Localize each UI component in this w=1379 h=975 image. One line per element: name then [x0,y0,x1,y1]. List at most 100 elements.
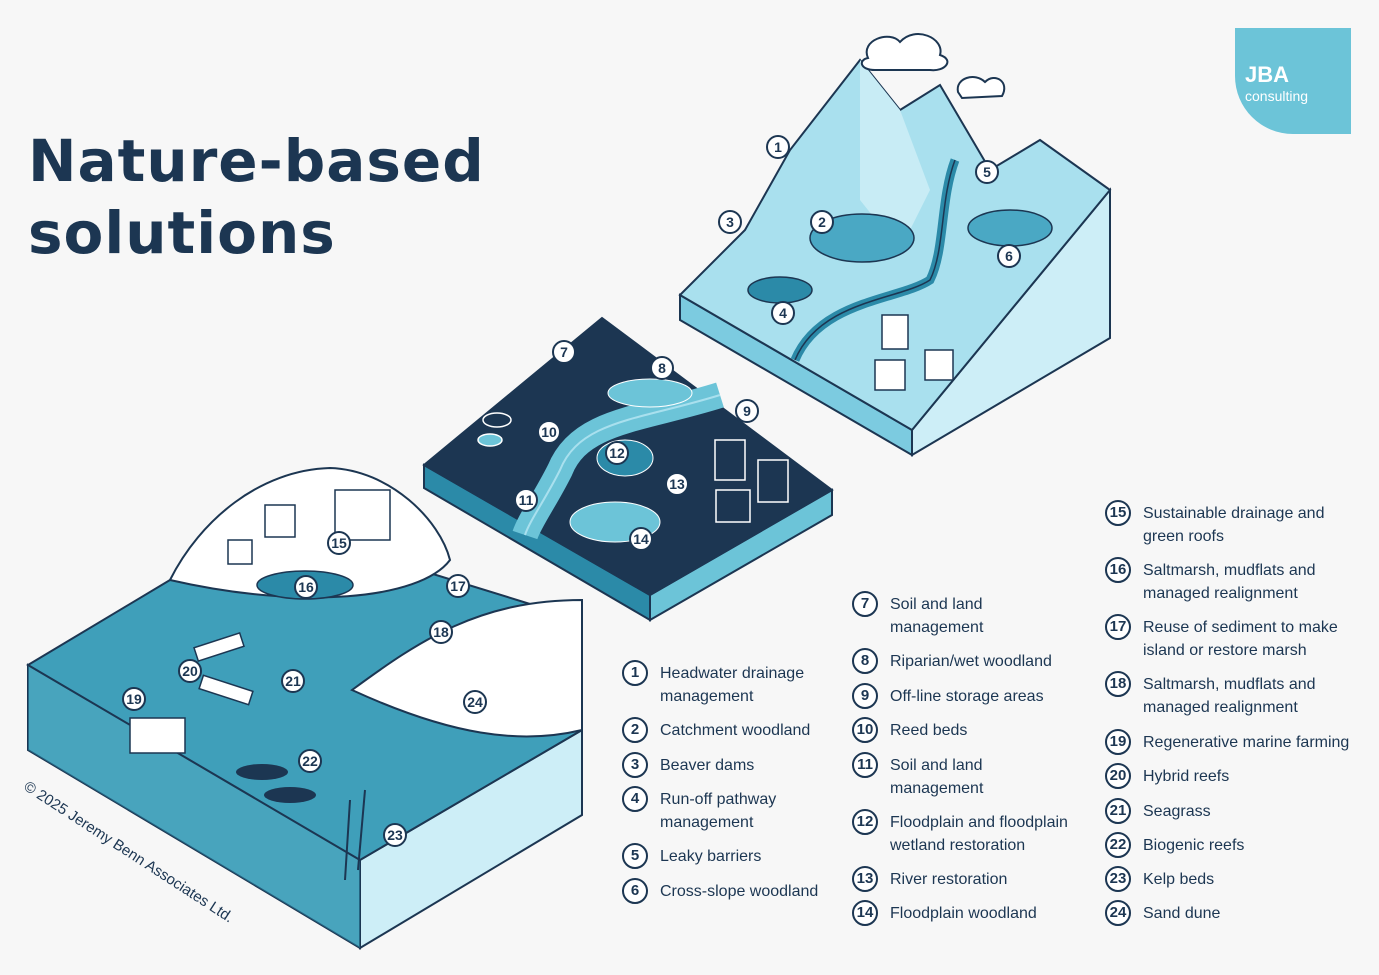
legend-label: Kelp beds [1143,871,1215,888]
legend-number: 4 [622,786,648,812]
scene-badge: 11 [514,488,538,512]
legend-number: 18 [1105,671,1131,697]
legend-number: 3 [622,752,648,778]
logo-brand: JBA [1245,62,1290,87]
legend-number: 5 [622,843,648,869]
svg-text:24: 24 [467,694,483,710]
lowland-block [422,316,834,622]
scene-badge: 18 [429,620,453,644]
scene-badge: 22 [298,749,322,773]
scene-badge: 7 [552,340,576,364]
legend-item: 5 Leaky barriers [622,843,847,869]
legend-number: 22 [1105,832,1131,858]
legend-item: 22 Biogenic reefs [1105,832,1360,858]
svg-text:18: 18 [433,624,449,640]
svg-text:4: 4 [779,305,787,321]
legend-label: Riparian/wet woodland [890,653,1052,670]
scene-badge: 14 [629,527,653,551]
legend-label: Hybrid reefs [1143,768,1230,785]
svg-text:20: 20 [182,663,198,679]
svg-text:10: 10 [541,424,557,440]
legend-item: 7 Soil and land management [852,591,1077,639]
legend-item: 11 Soil and land management [852,752,1077,800]
scene-badge: 10 [537,420,561,444]
svg-text:22: 22 [302,753,318,769]
svg-text:12: 12 [609,445,625,461]
legend-label: Soil and land management [890,596,984,636]
svg-text:19: 19 [126,691,142,707]
title-line-1: Nature-based [28,127,485,195]
scene-badge: 12 [605,441,629,465]
scene-badge: 5 [975,160,999,184]
scene-badge: 2 [810,210,834,234]
svg-text:11: 11 [519,492,534,508]
legend-label: River restoration [890,871,1008,888]
svg-text:7: 7 [560,344,568,360]
scene-badge: 21 [281,669,305,693]
svg-text:17: 17 [450,578,466,594]
legend-label: Cross-slope woodland [660,883,819,900]
legend-number: 8 [852,648,878,674]
legend-label: Saltmarsh, mudflats and managed realignm… [1143,562,1316,602]
scene-badge: 20 [178,659,202,683]
scene-badge: 24 [463,690,487,714]
legend-label: Off-line storage areas [890,688,1044,705]
scene-badge: 17 [446,574,470,598]
svg-text:15: 15 [331,535,347,551]
legend-label: Reuse of sediment to make island or rest… [1143,619,1338,659]
scene-badge: 15 [327,531,351,555]
legend-number: 15 [1105,500,1131,526]
svg-text:3: 3 [726,214,734,230]
legend-label: Reed beds [890,722,968,739]
legend-number: 11 [852,752,878,778]
legend-label: Floodplain and floodplain wetland restor… [890,814,1068,854]
scene-badge: 9 [735,399,759,423]
legend-number: 12 [852,809,878,835]
svg-text:1: 1 [774,139,782,155]
svg-text:16: 16 [298,579,314,595]
scene-badge: 6 [997,244,1021,268]
legend-number: 21 [1105,798,1131,824]
legend-number: 14 [852,900,878,926]
logo-sub: consulting [1245,88,1309,104]
upland-block [678,33,1112,457]
scene-badge: 8 [650,356,674,380]
svg-text:23: 23 [387,827,403,843]
legend-number: 2 [622,717,648,743]
svg-text:13: 13 [669,476,685,492]
legend-item: 10 Reed beds [852,717,1077,743]
legend-number: 7 [852,591,878,617]
svg-text:14: 14 [633,531,649,547]
legend-label: Leaky barriers [660,848,762,865]
legend-label: Soil and land management [890,757,984,797]
legend-item: 14 Floodplain woodland [852,900,1077,926]
legend-number: 16 [1105,557,1131,583]
coastal-block [26,466,583,950]
legend-label: Biogenic reefs [1143,837,1245,854]
legend-label: Sustainable drainage and green roofs [1143,505,1325,545]
legend-item: 21 Seagrass [1105,798,1360,824]
legend-item: 9 Off-line storage areas [852,683,1077,709]
legend-item: 8 Riparian/wet woodland [852,648,1077,674]
legend-number: 10 [852,717,878,743]
scene-badge: 23 [383,823,407,847]
legend-item: 23 Kelp beds [1105,866,1360,892]
title-line-2: solutions [28,199,336,267]
scene-badge: 13 [665,472,689,496]
legend-number: 9 [852,683,878,709]
legend-item: 16 Saltmarsh, mudflats and managed realig… [1105,557,1360,605]
legend-label: Seagrass [1143,803,1211,820]
legend-number: 1 [622,660,648,686]
legend-number: 23 [1105,866,1131,892]
legend-label: Floodplain woodland [890,905,1037,922]
svg-text:2: 2 [818,214,826,230]
